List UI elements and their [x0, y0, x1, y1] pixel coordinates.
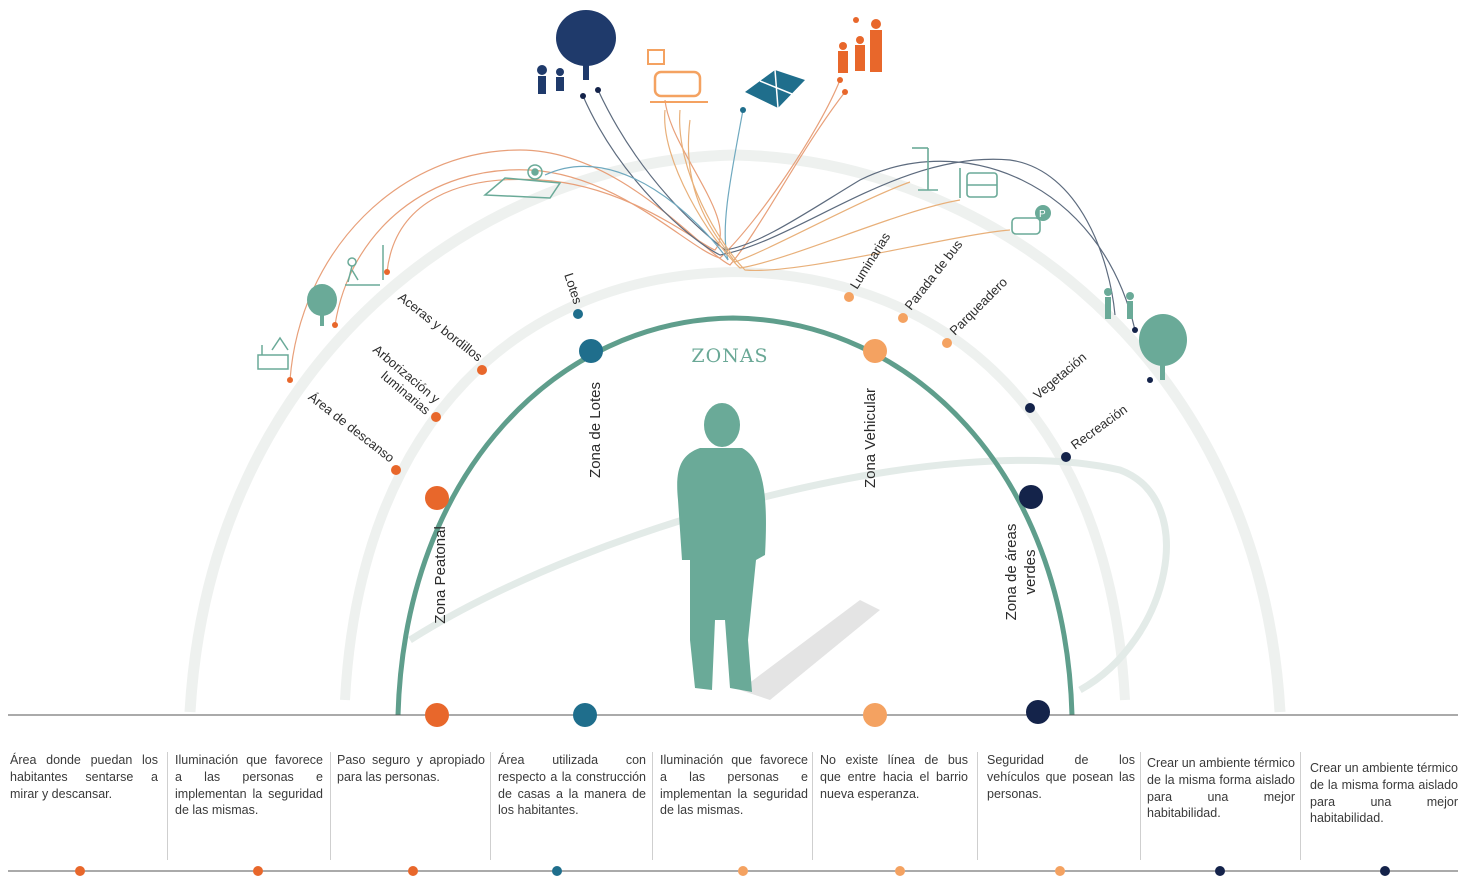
zone-description: Iluminación que favorece a las personas …: [660, 753, 808, 818]
zones-title: ZONAS: [691, 345, 768, 367]
sub-item-dot: [942, 338, 952, 348]
sweep-ellipse: [408, 456, 1170, 694]
map-pin-icon: [483, 164, 562, 199]
sub-item-label: Lotes: [561, 271, 585, 306]
sub-item-dot: [1061, 452, 1071, 462]
timeline-node-peatonal: [425, 703, 449, 727]
parking-icon: P: [1011, 205, 1051, 235]
sub-item-label: Recreación: [1068, 402, 1130, 453]
timeline-marker: [738, 866, 748, 876]
timeline-marker: [408, 866, 418, 876]
zone-label-peatonal: Zona Peatonal: [432, 526, 449, 624]
bench-icon: [257, 336, 289, 370]
streetlight-icon: [912, 147, 938, 191]
timeline-node-vehicular: [863, 703, 887, 727]
sub-item-dot: [391, 465, 401, 475]
zone-nodes: Zona Peatonal Zona de Lotes Zona Vehicular…: [425, 339, 1050, 727]
middle-arc: [340, 266, 1130, 701]
solar-panel-icon: [745, 69, 805, 109]
column-divider: [167, 752, 168, 860]
svg-text:P: P: [1039, 209, 1046, 220]
zone-description: Iluminación que favorece a las personas …: [175, 753, 323, 818]
sub-item-label: Parada de bus: [902, 237, 966, 313]
sub-item-label: Arborización yluminarias: [360, 342, 443, 418]
zone-description: Crear un ambiente térmico de la misma fo…: [1310, 761, 1458, 826]
zone-description: Seguridad de los vehículos que posean la…: [987, 753, 1135, 801]
zone-node-vehicular: [863, 339, 887, 363]
connection-endpoints: [287, 77, 1153, 383]
zone-description: No existe línea de bus que entre hacia e…: [820, 753, 968, 801]
sub-item-dot: [844, 292, 854, 302]
timeline-marker: [75, 866, 85, 876]
connection-lines: [289, 79, 1136, 381]
zone-description: Área utilizada con respecto a la constru…: [498, 753, 646, 818]
sub-item-label: Área de descanso: [306, 389, 398, 465]
column-divider: [490, 752, 491, 860]
timeline-marker: [1055, 866, 1065, 876]
column-divider: [812, 752, 813, 860]
car-icon: [647, 49, 708, 103]
sub-item-label: Aceras y bordillos: [395, 289, 485, 364]
person-silhouette: [677, 403, 766, 692]
sub-item-dot: [1025, 403, 1035, 413]
zone-node-lotes: [579, 339, 603, 363]
zone-description: Crear un ambiente térmico de la misma fo…: [1147, 756, 1295, 821]
zone-node-verdes: [1019, 485, 1043, 509]
people-playing-icon: [1104, 288, 1134, 319]
sub-item-dot: [477, 365, 487, 375]
bus-icon: [959, 168, 998, 198]
column-divider: [652, 752, 653, 860]
sidewalk-icon: [345, 245, 384, 286]
zone-node-peatonal: [425, 486, 449, 510]
sub-item-label: Vegetación: [1030, 349, 1089, 402]
timeline-marker: [1215, 866, 1225, 876]
timeline-marker: [1380, 866, 1390, 876]
figure-shadow: [740, 600, 880, 700]
zones-arc: [395, 315, 1075, 716]
timeline-marker: [552, 866, 562, 876]
column-divider: [1140, 752, 1141, 860]
column-divider: [330, 752, 331, 860]
zone-label-vehicular: Zona Vehicular: [862, 388, 879, 488]
family-icon: [838, 17, 882, 73]
bottom-markers: [75, 866, 1390, 876]
timeline-marker: [895, 866, 905, 876]
sub-item-label: Parqueadero: [947, 274, 1011, 338]
zone-description: Paso seguro y apropiado para las persona…: [337, 753, 485, 784]
tree-icon: [307, 284, 337, 326]
sub-item-dot: [898, 313, 908, 323]
sub-item-label: Luminarias: [847, 229, 894, 291]
timeline-node-lotes: [573, 703, 597, 727]
people-tree-icon: [537, 10, 616, 94]
big-tree-icon: [1139, 314, 1187, 380]
timeline-node-verdes: [1026, 700, 1050, 724]
zone-label-lotes: Zona de Lotes: [587, 382, 604, 478]
sub-item-dot: [431, 412, 441, 422]
zone-description: Área donde puedan los habitantes sentars…: [10, 753, 158, 801]
column-divider: [977, 752, 978, 860]
column-divider: [1300, 752, 1301, 860]
sub-item-dot: [573, 309, 583, 319]
timeline-marker: [253, 866, 263, 876]
